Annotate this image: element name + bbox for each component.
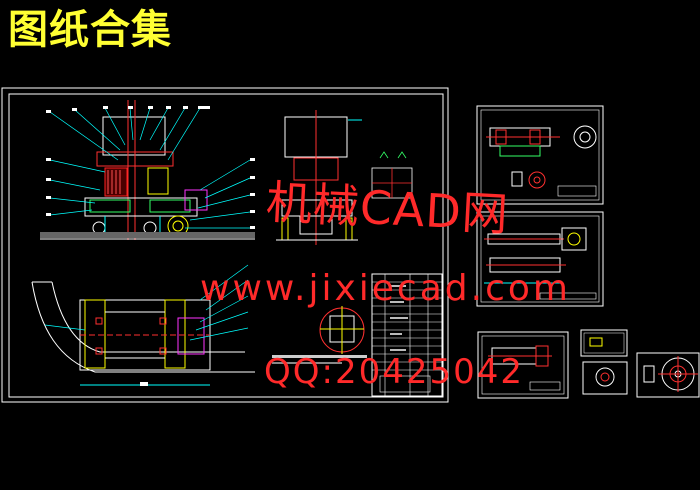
part-balloons xyxy=(46,106,255,229)
part-drawing-sheet-6 xyxy=(636,352,700,398)
detail-view-b xyxy=(319,306,365,354)
front-view xyxy=(40,100,255,240)
plan-view xyxy=(31,281,255,386)
leader-lines-plan xyxy=(44,264,249,341)
part-drawing-sheet-2 xyxy=(476,211,604,307)
part-drawing-sheet-1 xyxy=(476,105,604,205)
side-view xyxy=(276,110,362,245)
part-drawing-sheet-5 xyxy=(582,361,628,395)
title-block xyxy=(272,273,443,397)
part-drawing-sheet-3 xyxy=(477,331,569,399)
part-drawing-sheet-4 xyxy=(580,329,628,357)
detail-view-a xyxy=(371,151,413,199)
watermark-contact: QQ:20425042 xyxy=(264,352,525,392)
watermark-brand: 机械CAD网 xyxy=(264,174,511,242)
watermark-website: www.jixiecad.com xyxy=(200,268,571,309)
main-assembly-sheet xyxy=(1,87,449,403)
leader-lines-top xyxy=(49,107,251,229)
page-title: 图纸合集 xyxy=(8,7,172,53)
